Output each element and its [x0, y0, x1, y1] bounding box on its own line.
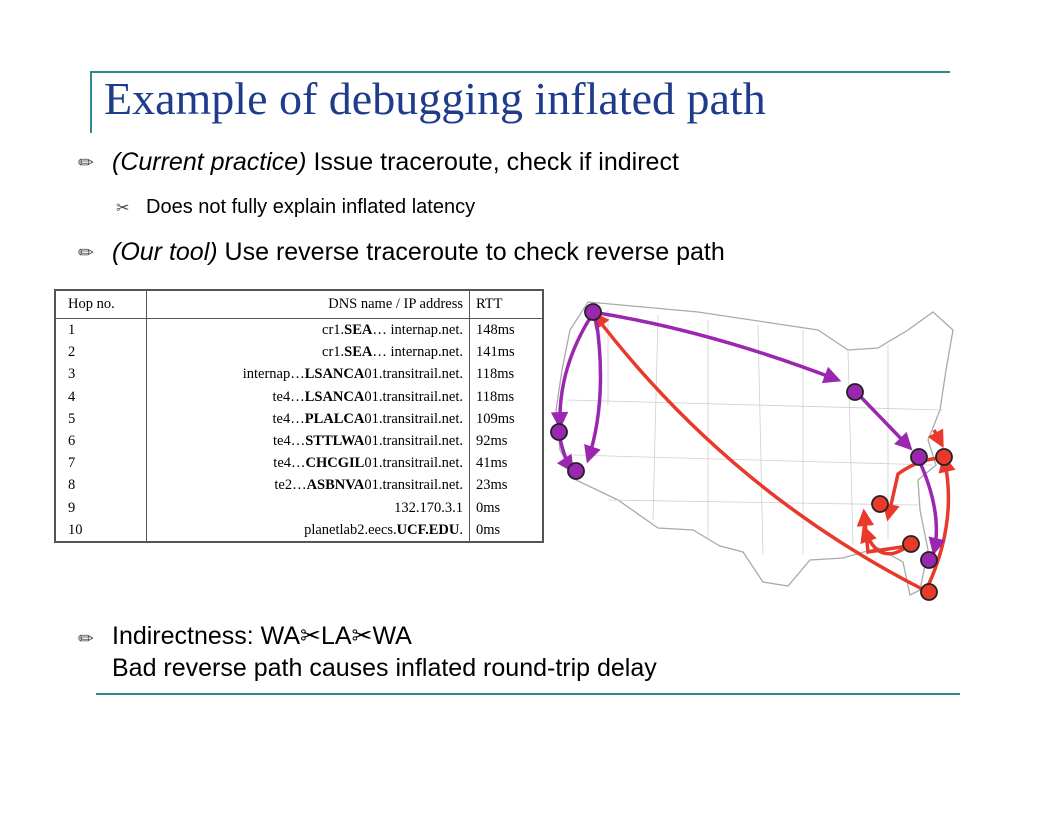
table-row: 9 132.170.3.1 0ms [55, 496, 543, 519]
rtt-value: 0ms [469, 518, 543, 543]
dns-name-post: … internap.net. [372, 344, 463, 361]
slide-title: Example of debugging inflated path [104, 73, 766, 124]
dns-name-bold: SEA [344, 322, 373, 339]
rtt-value: 0ms [476, 499, 501, 516]
scissors-icon: ✂ [116, 200, 130, 217]
hop-number: 8 [55, 474, 147, 497]
dns-name: internap…LSANCA01.transitrail.net. [146, 363, 470, 386]
dns-name-pre: cr1. [322, 344, 345, 361]
dns-name: te2…ASBNVA01.transitrail.net. [146, 474, 470, 497]
hop-number: 1 [55, 318, 147, 342]
dns-name-post: 01.transitrail.net. [364, 388, 463, 405]
dns-name-pre: cr1. [322, 322, 345, 339]
dns-name-pre: te4… [272, 410, 305, 427]
dns-name: te4…STTLWA01.transitrail.net. [146, 429, 470, 453]
sub-bullet-latency: ✂ Does not fully explain inflated latenc… [116, 196, 476, 219]
us-map-diagram [550, 301, 956, 601]
dns-name-post: 01.transitrail.net. [364, 366, 463, 383]
dns-name-pre: planetlab2.eecs. [304, 521, 397, 538]
dns-name-post: 01.transitrail.net. [364, 433, 463, 450]
dns-name-pre: te4… [273, 455, 306, 472]
hop-number: 3 [55, 363, 147, 386]
dns-name-pre: internap… [242, 366, 305, 383]
dns-name-pre: te4… [273, 433, 306, 450]
header-hop: Hop no. [55, 290, 147, 319]
forward-path-arrows [550, 310, 946, 556]
hop-number: 2 [55, 341, 147, 364]
dns-name: cr1.SEA… internap.net. [146, 318, 470, 342]
dns-name-post: 01.transitrail.net. [364, 410, 463, 427]
indirectness-text: Indirectness: WA✂LA✂WA [112, 622, 412, 650]
rtt-value: 148ms [476, 322, 515, 339]
dns-name-post: 01.transitrail.net. [364, 455, 463, 472]
rtt-value: 23ms [476, 477, 508, 494]
rtt-value: 118ms [476, 366, 515, 383]
rtt-value: 141ms [476, 344, 515, 361]
dns-name: te4…CHCGIL01.transitrail.net. [146, 452, 470, 475]
bullet-our-tool: ✏ (Our tool) Use reverse traceroute to c… [78, 238, 725, 267]
table-header-row: Hop no. DNS name / IP address RTT [55, 290, 543, 319]
dns-name-bold: PLALCA [304, 410, 365, 427]
dns-name: te4…PLALCA01.transitrail.net. [146, 407, 470, 430]
dns-name: cr1.SEA… internap.net. [146, 341, 470, 364]
dns-name-bold: CHCGIL [305, 455, 365, 472]
dns-name-bold: ASBNVA [306, 477, 365, 494]
pencil-icon: ✏ [78, 153, 94, 174]
sub-bullet-text: Does not fully explain inflated latency [146, 196, 476, 218]
title-rule-left [90, 71, 92, 133]
bullet-italic-label: (Our tool) [112, 238, 218, 266]
bullet-text: Use reverse traceroute to check reverse … [217, 238, 725, 266]
dns-name-bold: LSANCA [304, 366, 365, 383]
title-rule-top [90, 71, 950, 73]
bullet-indirectness: ✏ Indirectness: WA✂LA✂WA Bad reverse pat… [78, 620, 657, 684]
dns-name-bold: SEA [344, 344, 373, 361]
bullet-italic-label: (Current practice) [112, 148, 307, 176]
dns-name-post: 01.transitrail.net. [364, 477, 463, 494]
hop-number: 7 [55, 452, 147, 475]
dns-name: te4…LSANCA01.transitrail.net. [146, 385, 470, 408]
bottom-rule [96, 693, 960, 695]
state-borders [567, 310, 944, 556]
dns-name-pre: te4… [272, 388, 305, 405]
dns-name-post: . [459, 521, 463, 538]
dns-name: 132.170.3.1 [146, 496, 470, 519]
rtt-value: 41ms [476, 455, 508, 472]
rtt-value: 109ms [476, 410, 515, 427]
bullet-text: Issue traceroute, check if indirect [306, 148, 679, 176]
dns-name: planetlab2.eecs.UCF.EDU. [146, 518, 470, 543]
dns-name-post: … internap.net. [372, 322, 463, 339]
dns-name-bold: STTLWA [305, 433, 365, 450]
dns-name-bold: UCF.EDU [396, 521, 460, 538]
hop-number: 5 [55, 407, 147, 430]
bad-reverse-path-text: Bad reverse path causes inflated round-t… [112, 654, 657, 682]
hop-markers [550, 303, 953, 601]
bullet-current-practice: ✏ (Current practice) Issue traceroute, c… [78, 148, 679, 177]
dns-name-bold: LSANCA [304, 388, 365, 405]
hop-number: 4 [55, 385, 147, 408]
hop-number: 9 [55, 496, 147, 519]
dns-name-pre: te2… [274, 477, 307, 494]
rtt-value: 92ms [476, 433, 508, 450]
rtt-value: 118ms [476, 388, 515, 405]
header-rtt: RTT [469, 290, 543, 319]
dns-name-pre: 132.170.3.1 [394, 499, 463, 516]
header-dns: DNS name / IP address [146, 290, 470, 319]
pencil-icon: ✏ [78, 629, 94, 650]
hop-number: 10 [55, 518, 147, 543]
pencil-icon: ✏ [78, 243, 94, 264]
hop-number: 6 [55, 429, 147, 453]
us-outline [555, 301, 954, 596]
